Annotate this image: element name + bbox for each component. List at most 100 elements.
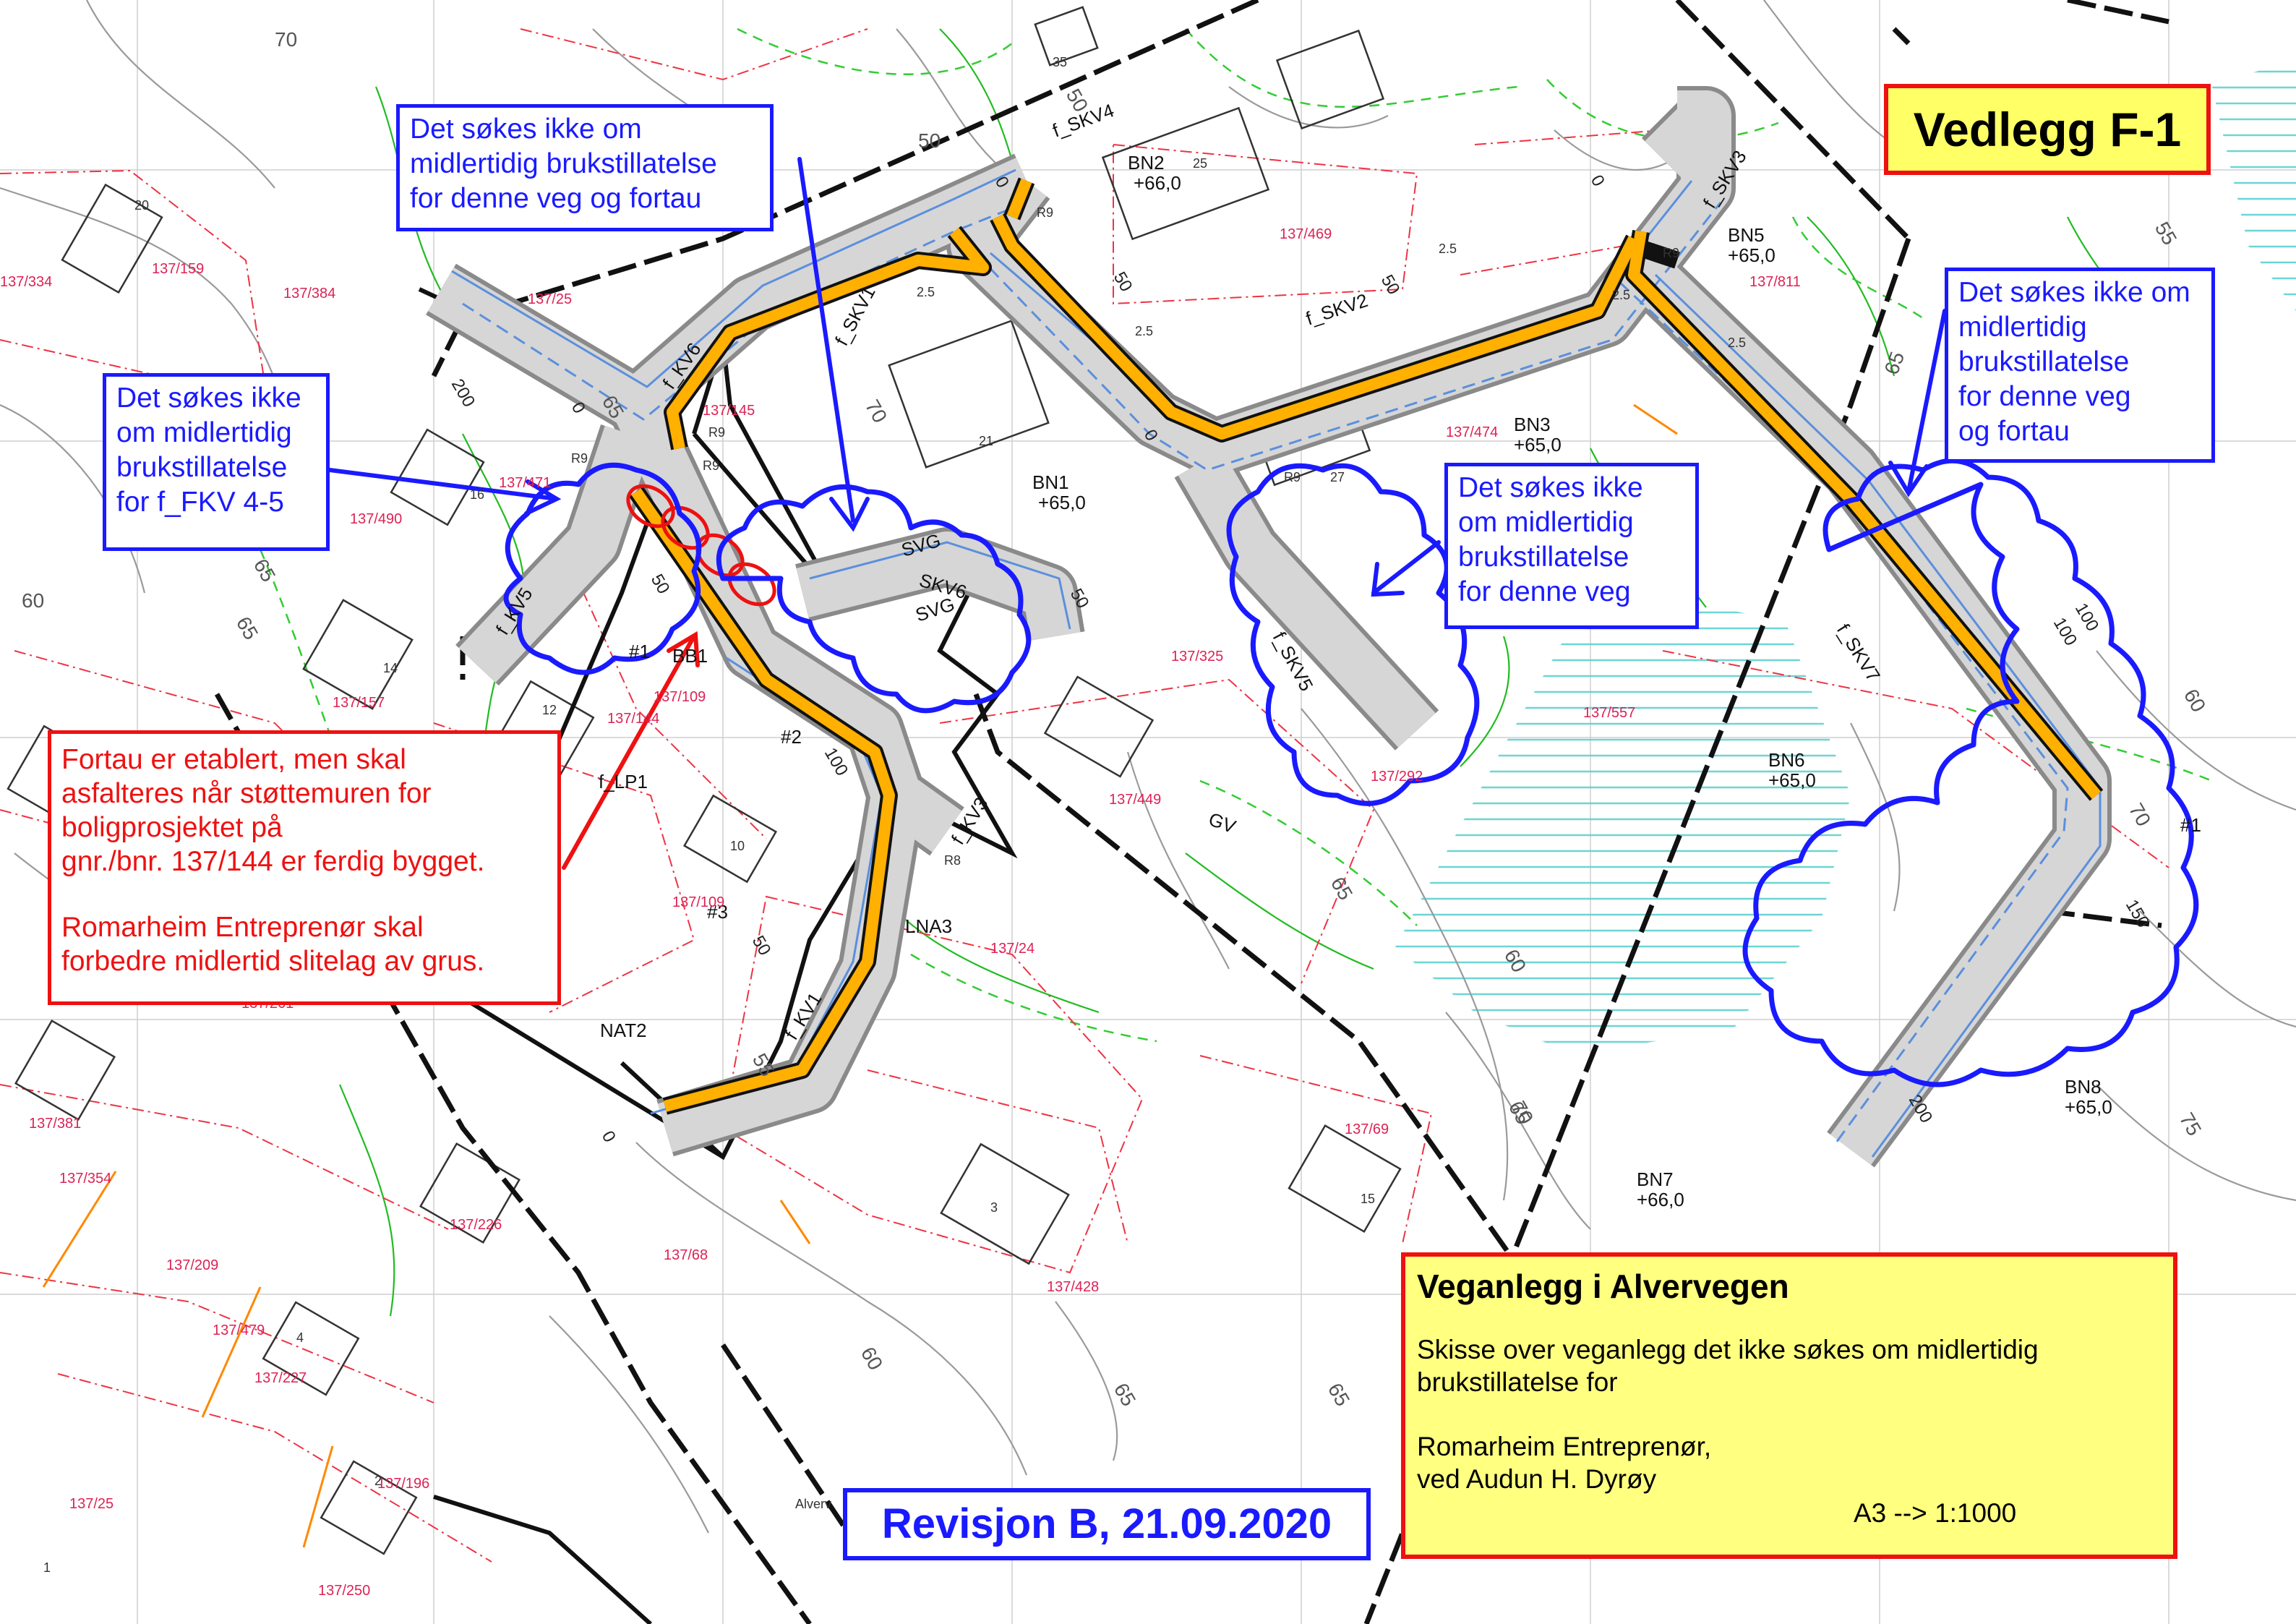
parcel-label: 137/25 [528, 291, 572, 307]
note-left-line: Det søkes ikke [116, 383, 301, 414]
parcel-label: 137/381 [29, 1116, 81, 1132]
parcel-label: 137/196 [377, 1476, 429, 1492]
parcel-label: 137/144 [607, 711, 659, 727]
note-right-line: Det søkes ikke om [1958, 277, 2190, 308]
note-red: Fortau er etablert, men skal asfalteres … [48, 730, 561, 1005]
contour-label: 65 [249, 555, 280, 586]
note-left-line: brukstillatelse [116, 452, 288, 483]
annotation-arrows [327, 157, 1947, 870]
note-middle-line: om midlertidig [1458, 507, 1634, 538]
chainage-label: 200 [447, 376, 479, 411]
misc-label: 2.5 [917, 285, 935, 299]
zone-label: +65,0 [1514, 434, 1562, 456]
note-red-spacer [61, 879, 547, 910]
info-heading: Veganlegg i Alvervegen [1417, 1268, 1789, 1305]
zone-label: BN2 [1128, 152, 1165, 174]
parcel-label: 137/490 [350, 511, 402, 527]
revision-label: Revisjon B, 21.09.2020 [843, 1488, 1371, 1560]
parcel-label: 137/325 [1171, 649, 1223, 664]
note-right-line: midlertidig [1958, 312, 2087, 343]
zone-label: LNA3 [905, 915, 952, 937]
misc-label: Alverv [795, 1497, 831, 1511]
note-top-line: for denne veg og fortau [410, 183, 702, 214]
misc-label: 10 [730, 839, 745, 853]
parcel-label: 137/159 [152, 261, 204, 277]
misc-label: 12 [542, 703, 557, 717]
contour-label: 50 [918, 129, 941, 152]
note-middle-line: Det søkes ikke [1458, 472, 1643, 503]
zone-label: #1 [629, 641, 650, 662]
note-red-line: forbedre midlertid slitelag av grus. [61, 946, 485, 977]
note-left: Det søkes ikke om midlertidig brukstilla… [103, 373, 330, 551]
contour-label: 65 [1110, 1380, 1140, 1410]
buildings [7, 6, 1402, 1555]
parcel-label: 137/145 [703, 403, 755, 419]
misc-label: 2.5 [1135, 324, 1153, 338]
parcel-label: 137/250 [318, 1583, 370, 1599]
note-right-line: og fortau [1958, 416, 2070, 447]
note-red-line: asfalteres når støttemuren for [61, 778, 432, 809]
contour-label: 60 [857, 1343, 887, 1374]
zone-label: #3 [707, 901, 728, 923]
misc-label: 1 [43, 1560, 51, 1575]
zone-label: BN3 [1514, 414, 1551, 435]
contour-label: 65 [1327, 873, 1357, 904]
road-label: f_SKV7 [1833, 620, 1885, 685]
parcel-label: 137/557 [1583, 705, 1635, 721]
note-red-line: gnr./bnr. 137/144 er ferdig bygget. [61, 846, 485, 877]
contour-label: 70 [2125, 800, 2155, 830]
contour-label: 65 [232, 613, 262, 644]
zone-label: #1 [2180, 814, 2201, 836]
note-red-line: Romarheim Entreprenør skal [61, 912, 424, 943]
note-red-line: Fortau er etablert, men skal [61, 744, 406, 775]
misc-label: 25 [1193, 156, 1207, 171]
zone-label: BN8 [2065, 1076, 2102, 1098]
parcel-label: 137/157 [333, 695, 385, 711]
info-spacer [1417, 1398, 2162, 1430]
parcel-label: 137/69 [1345, 1121, 1389, 1137]
misc-label: 16 [470, 487, 484, 502]
contour-label: 65 [1324, 1380, 1354, 1410]
misc-label: R8 [944, 853, 961, 868]
note-top: Det søkes ikke om midlertidig brukstilla… [396, 104, 774, 231]
misc-label: R9 [1037, 205, 1053, 220]
zone-label: f_LP1 [599, 771, 648, 792]
note-top-line: Det søkes ikke om [410, 114, 642, 145]
misc-label: R9 [1663, 246, 1679, 260]
chainage-label: 0 [567, 399, 589, 417]
parcel-label: 137/227 [254, 1370, 307, 1386]
zone-label: #2 [781, 726, 802, 748]
info-description-line: Skisse over veganlegg det ikke søkes om … [1417, 1335, 2039, 1364]
parcel-label: 137/68 [664, 1247, 708, 1263]
misc-label: R9 [703, 458, 719, 473]
note-top-line: midlertidig brukstillatelse [410, 148, 717, 179]
utility-lines [42, 403, 1678, 1548]
note-middle-line: for denne veg [1458, 576, 1631, 607]
contour-label: 65 [1880, 349, 1909, 377]
parcel-label: 137/449 [1109, 792, 1161, 808]
parcel-label: 137/474 [1446, 424, 1498, 440]
misc-label: 2.5 [1439, 242, 1457, 256]
misc-label: 14 [383, 661, 398, 675]
info-box: Veganlegg i Alvervegen Skisse over vegan… [1401, 1252, 2177, 1559]
parcel-label: 137/811 [1749, 274, 1801, 290]
note-right-line: for denne veg [1958, 381, 2131, 412]
contour-label: 60 [2180, 685, 2210, 716]
misc-label: 15 [1361, 1192, 1375, 1206]
zone-label: +65,0 [1728, 244, 1775, 266]
contour-label: 60 [22, 589, 44, 612]
misc-label: 21 [979, 434, 993, 448]
chainage-label: 100 [2049, 615, 2081, 649]
note-right-line: brukstillatelse [1958, 346, 2130, 377]
arrow-top [797, 157, 870, 532]
zone-label: NAT2 [600, 1020, 647, 1041]
info-company: Romarheim Entreprenør, [1417, 1432, 1712, 1461]
parcel-label: 137/109 [672, 894, 724, 910]
parcel-label: 137/25 [69, 1496, 113, 1512]
contour-label: 70 [1507, 1098, 1538, 1128]
zone-label: BB1 [672, 645, 708, 667]
sheet-title: Vedlegg F-1 [1884, 84, 2211, 175]
misc-label: R9 [708, 425, 725, 440]
parcel-label: 137/334 [0, 274, 52, 290]
zone-label: BN1 [1032, 471, 1069, 493]
